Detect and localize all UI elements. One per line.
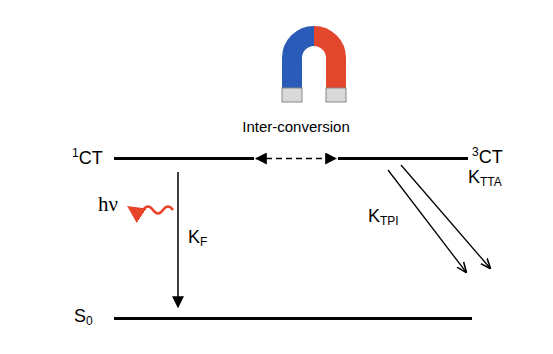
energy-level: 1CT — [72, 148, 254, 172]
rate-label: KTPI — [368, 207, 399, 228]
edge-label: Inter-conversion — [242, 119, 350, 136]
edge-label: KF — [188, 228, 207, 249]
rate-label: KTTA — [468, 168, 502, 189]
energy-level: S0 — [74, 307, 472, 331]
photon-label: hν — [98, 193, 118, 216]
transition-arrow — [256, 158, 336, 160]
level-line — [114, 317, 472, 320]
tpi-arrow — [388, 170, 466, 272]
state-label: 1CT — [72, 147, 103, 169]
energy-level: 3CT — [338, 148, 510, 172]
magnet — [282, 36, 346, 102]
level-line — [114, 157, 254, 160]
state-label: 3CT — [472, 146, 503, 168]
transition-arrow — [177, 172, 179, 307]
level-line — [338, 157, 468, 160]
state-label: S0 — [74, 307, 93, 328]
emission-wave — [130, 207, 173, 214]
